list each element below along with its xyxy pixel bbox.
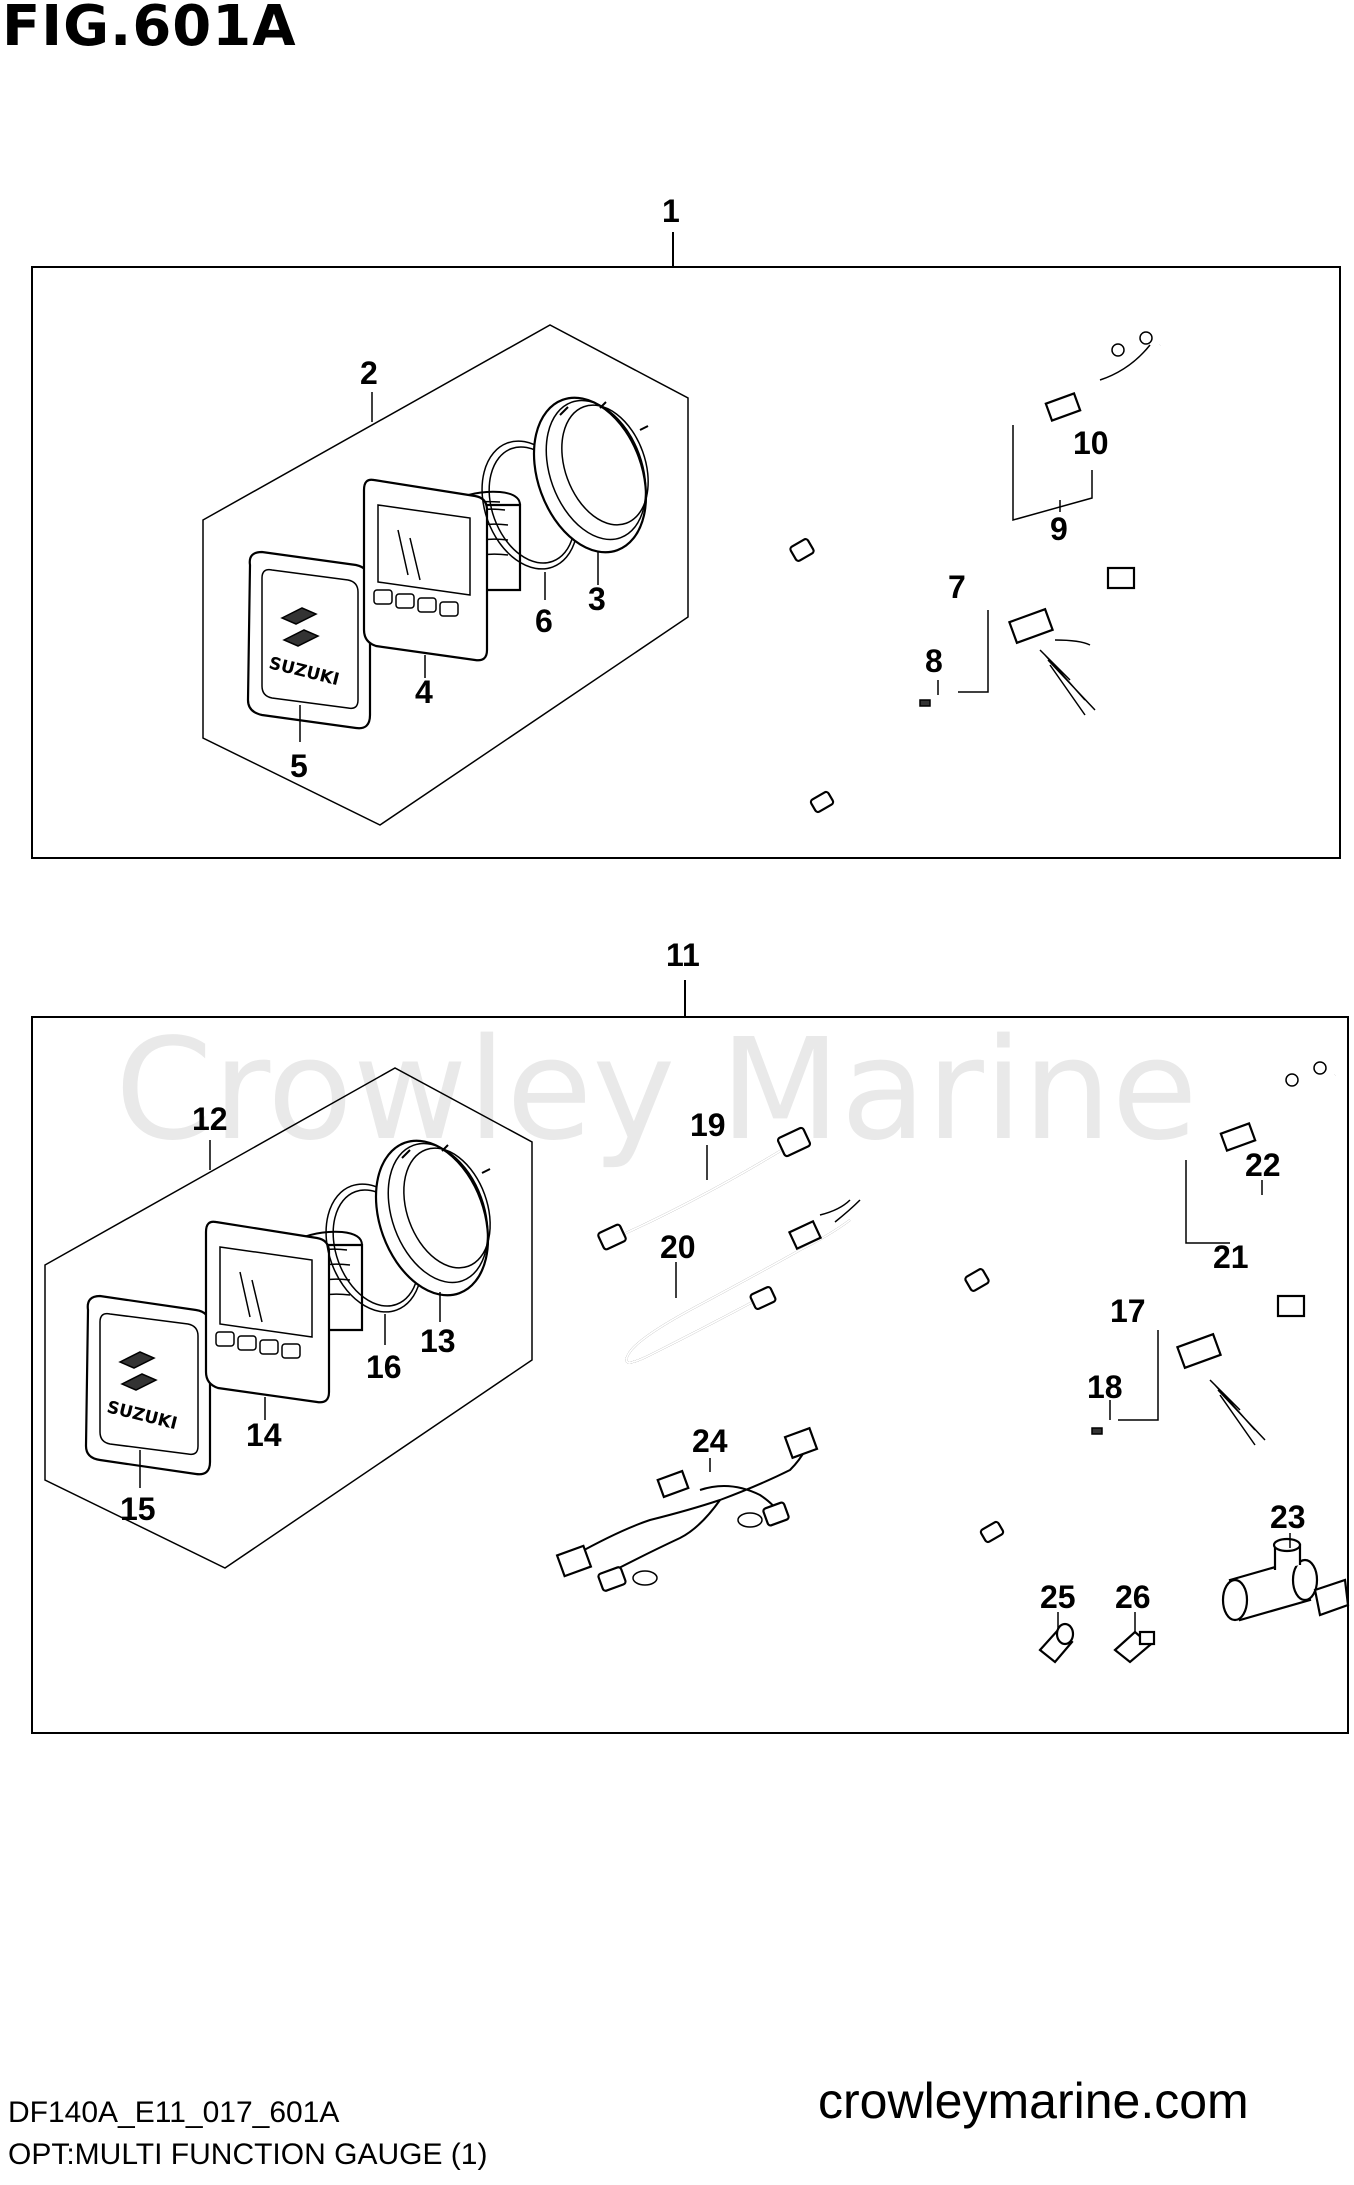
gauge-unit-2-part xyxy=(204,1220,364,1404)
callout-23: 23 xyxy=(1270,1499,1306,1535)
kit-11-frame xyxy=(31,1016,1349,1734)
kit-1-frame xyxy=(31,266,1341,859)
callout-8: 8 xyxy=(925,643,943,679)
front-cover-part: SUZUKI xyxy=(246,550,372,730)
cap-part xyxy=(1038,1622,1075,1664)
kit-1-group: SUZUKI xyxy=(31,193,1341,859)
t-connector-part xyxy=(1221,1537,1350,1622)
callout-6: 6 xyxy=(535,603,553,639)
callout-15: 15 xyxy=(120,1491,156,1527)
callout-17: 17 xyxy=(1110,1293,1146,1329)
front-cover-2-part: SUZUKI xyxy=(84,1294,212,1476)
plug-part xyxy=(1113,1630,1156,1664)
footer-site: crowleymarine.com xyxy=(818,2073,1249,2129)
callout-18: 18 xyxy=(1087,1369,1123,1405)
callout-24: 24 xyxy=(692,1423,728,1459)
callout-9: 9 xyxy=(1050,511,1068,547)
callout-25: 25 xyxy=(1040,1579,1076,1615)
callout-1: 1 xyxy=(662,193,680,229)
callout-22: 22 xyxy=(1245,1147,1281,1183)
terminator-cable-part xyxy=(625,1199,861,1364)
gauge-unit-part xyxy=(362,478,522,662)
callout-13: 13 xyxy=(420,1323,456,1359)
callout-3: 3 xyxy=(588,581,606,617)
callout-26: 26 xyxy=(1115,1579,1151,1615)
callout-4: 4 xyxy=(415,674,433,710)
callout-7: 7 xyxy=(948,569,966,605)
lock-nut-part xyxy=(532,396,649,554)
gauge-subgroup-frame xyxy=(202,324,689,826)
callout-14: 14 xyxy=(246,1417,282,1453)
callout-2: 2 xyxy=(360,355,378,391)
harness-d-part xyxy=(979,1294,1306,1544)
figure-title: FIG.601A xyxy=(2,0,297,59)
callout-21: 21 xyxy=(1213,1239,1249,1275)
harness-b-part xyxy=(809,566,1136,814)
footer-caption: OPT:MULTI FUNCTION GAUGE (1) xyxy=(8,2138,488,2171)
lock-nut-2-part xyxy=(374,1139,491,1297)
harness-c-part xyxy=(964,1061,1337,1292)
harness-a-part xyxy=(789,331,1162,562)
callout-19: 19 xyxy=(690,1107,726,1143)
callout-10: 10 xyxy=(1073,425,1109,461)
gauge-subgroup-2-frame xyxy=(44,1067,533,1569)
kit-11-group: SUZUKI xyxy=(31,937,1350,1734)
footer-code: DF140A_E11_017_601A xyxy=(8,2096,340,2129)
callout-11: 11 xyxy=(666,937,700,973)
callout-16: 16 xyxy=(366,1349,402,1385)
watermark: Crowley Marine xyxy=(115,1009,1198,1172)
sensor-cable-part xyxy=(597,1126,812,1251)
callout-20: 20 xyxy=(660,1229,696,1265)
callout-12: 12 xyxy=(192,1101,228,1137)
callout-5: 5 xyxy=(290,748,308,784)
sub-harness-part xyxy=(555,1426,819,1592)
